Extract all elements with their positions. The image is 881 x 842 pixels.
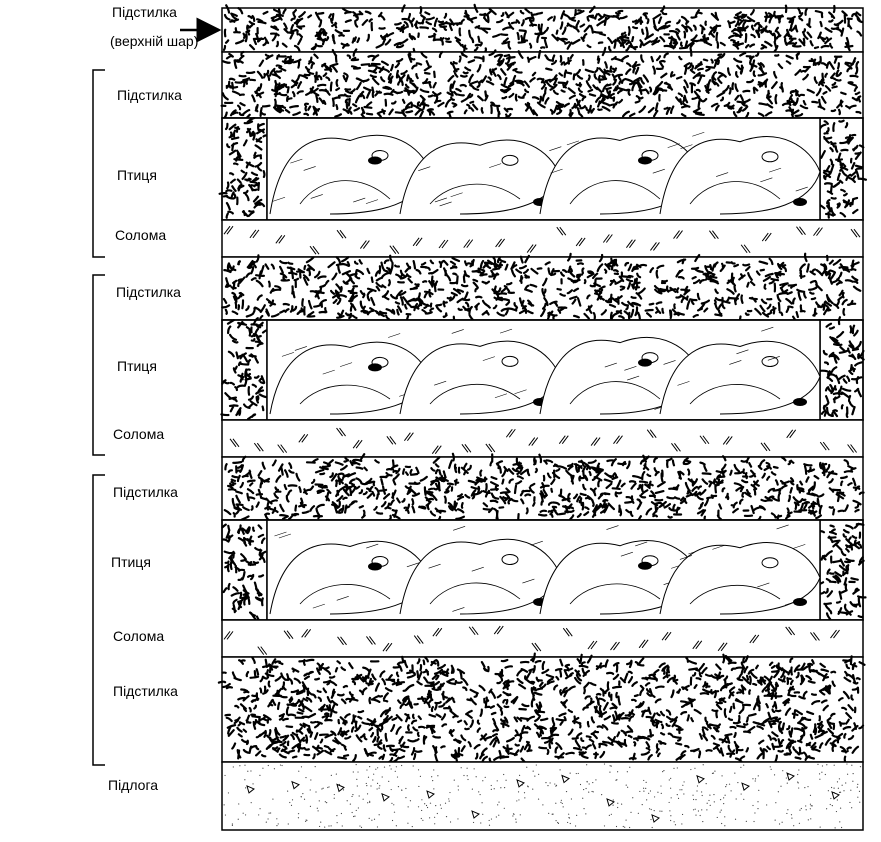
bird-label-2: Птиця <box>117 358 157 374</box>
bird-layer-2 <box>221 319 864 421</box>
bird-layer-3 <box>221 519 864 621</box>
bird-layer-1 <box>221 117 864 221</box>
group-bracket-2 <box>92 274 105 456</box>
bedding-layer-3 <box>221 452 865 524</box>
group-bracket-3 <box>92 474 105 766</box>
bedding-label-1: Підстилка <box>117 87 182 103</box>
bedding-label-2: Підстилка <box>116 284 181 300</box>
straw-label-2: Солома <box>113 426 165 442</box>
straw-label-1: Солома <box>115 227 167 243</box>
top-bedding-layer <box>221 3 864 56</box>
bird-layer-2-right-bedding <box>818 316 865 421</box>
bird-layer-2-left-bedding <box>220 317 268 421</box>
straw-label-3: Солома <box>113 628 165 644</box>
straw-layer-1 <box>221 219 864 258</box>
bird-layer-3-left-bedding <box>221 519 268 624</box>
bird-layer-1-right-bedding <box>818 117 867 221</box>
top-bedding-label: Підстилка <box>112 4 177 20</box>
bird-label-3: Птиця <box>111 554 151 570</box>
bedding-label-4: Підстилка <box>113 683 178 699</box>
group-bracket-1 <box>92 69 105 258</box>
bedding-layer-4 <box>217 652 866 765</box>
floor-label: Підлога <box>108 777 159 793</box>
bedding-label-3: Підстилка <box>113 484 178 500</box>
bird-layer-3-right-bedding <box>816 519 867 621</box>
bird-layer-1-left-bedding <box>218 117 270 221</box>
bedding-layer-1 <box>220 46 864 122</box>
bedding-layer-2 <box>221 252 864 326</box>
bird-label-1: Птиця <box>117 167 157 183</box>
top-bedding-sublabel: (верхній шар) <box>110 33 199 49</box>
straw-layer-2 <box>221 419 864 458</box>
straw-layer-3 <box>221 619 864 658</box>
floor-layer <box>221 761 864 831</box>
